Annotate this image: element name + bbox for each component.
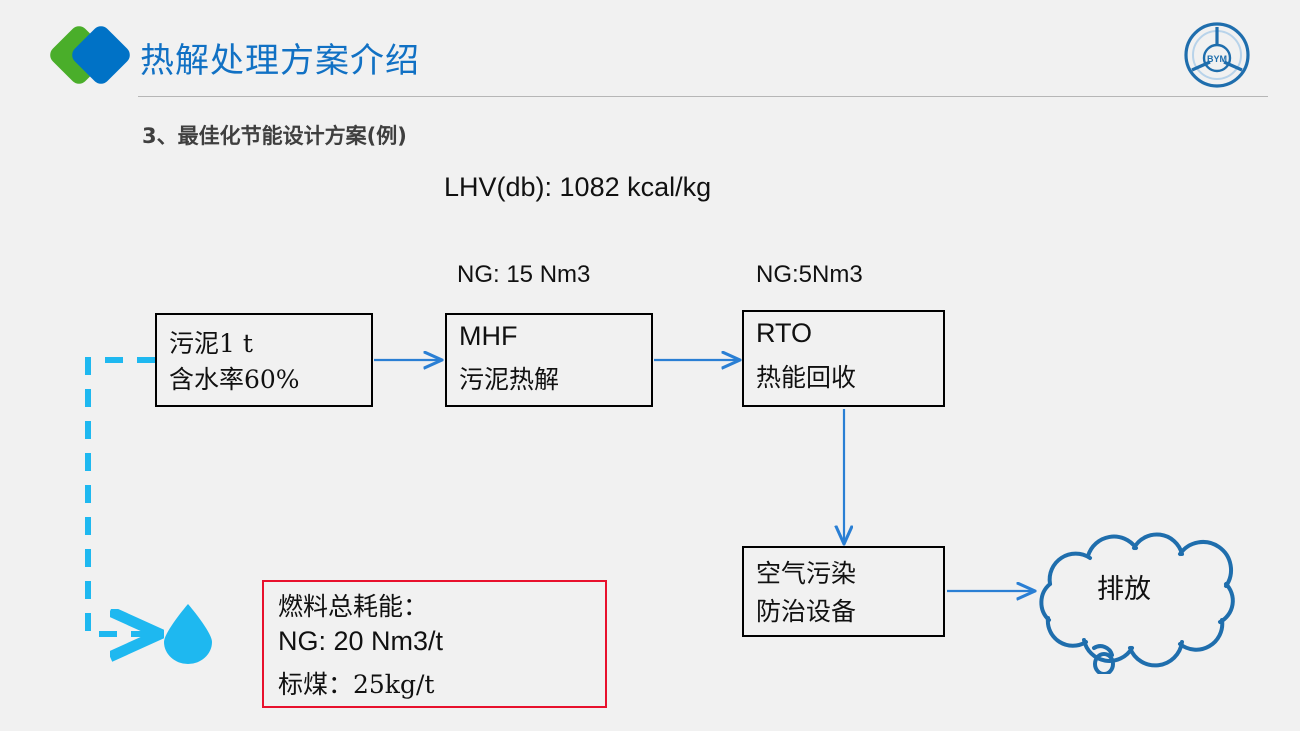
bym-logo-icon: BYM [1184,22,1250,88]
ng-mhf-label: NG: 15 Nm3 [457,261,591,288]
water-drop-icon [164,604,212,664]
process-box-mhf: MHF 污泥热解 [445,313,653,407]
ng-rto-label: NG:5Nm3 [756,261,863,288]
brand-logo-icon [46,22,144,88]
process-box-sludge: 污泥1 t 含水率60% [155,313,373,407]
cloud-shape-icon [1039,532,1235,674]
bym-logo-text: BYM [1207,54,1227,64]
box-rto-line2: 热能回收 [756,363,857,392]
header-divider [138,96,1268,97]
box-mhf-line1: MHF [459,321,518,351]
box-rto-line1: RTO [756,318,813,348]
box-sludge-line1: 污泥1 t [169,329,253,358]
box-sludge-line2: 含水率60% [169,365,300,394]
box-apc-line1: 空气污染 [756,559,857,588]
section-subtitle: 3、最佳化节能设计方案(例) [142,124,407,148]
page-title: 热解处理方案介绍 [140,41,420,81]
box-mhf-line2: 污泥热解 [459,365,560,394]
lhv-label: LHV(db): 1082 kcal/kg [444,172,712,202]
fuel-box-line2: NG: 20 Nm3/t [278,626,444,656]
dashed-water-return-path [85,357,155,634]
fuel-box-line1: 燃料总耗能： [278,592,429,621]
process-box-air-pollution-control: 空气污染 防治设备 [742,546,945,637]
cloud-label: 排放 [1097,574,1151,605]
fuel-consumption-box: 燃料总耗能： NG: 20 Nm3/t 标煤：25kg/t [262,580,607,708]
fuel-box-line3: 标煤：25kg/t [278,670,435,699]
box-apc-line2: 防治设备 [756,597,857,626]
process-box-rto: RTO 热能回收 [742,310,945,407]
